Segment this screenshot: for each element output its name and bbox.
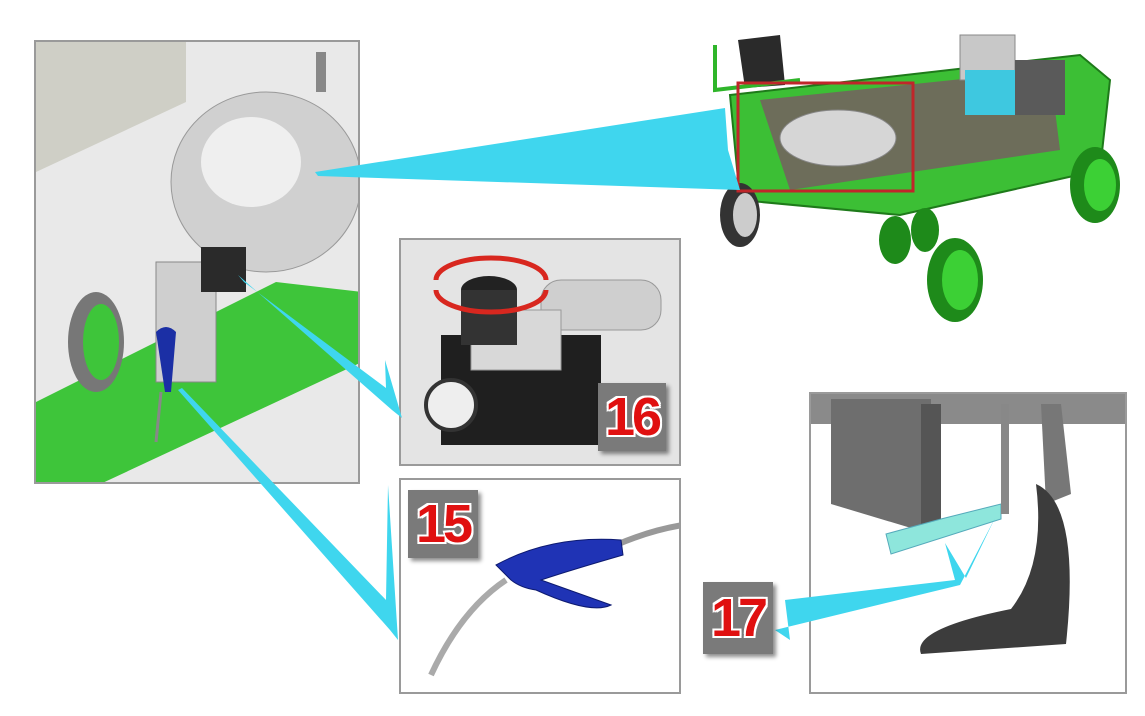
highlight-box <box>736 81 915 193</box>
callout-label-16: 16 <box>598 383 666 451</box>
leader-15 <box>178 388 398 640</box>
machine-frame <box>713 34 1112 217</box>
callout-number: 16 <box>604 387 662 447</box>
leader-17 <box>775 518 995 640</box>
callout-label-17: 17 <box>703 582 773 654</box>
callout-number: 15 <box>415 494 473 554</box>
machine-wheels <box>720 147 1120 322</box>
detail-panel-tank <box>34 40 360 484</box>
detail-panel-regulator <box>399 238 681 466</box>
detail-panel-shoe <box>809 392 1127 694</box>
leader-16 <box>238 275 402 418</box>
callout-number: 17 <box>710 588 768 648</box>
leader-tank <box>315 108 740 190</box>
callout-label-15: 15 <box>408 490 478 558</box>
